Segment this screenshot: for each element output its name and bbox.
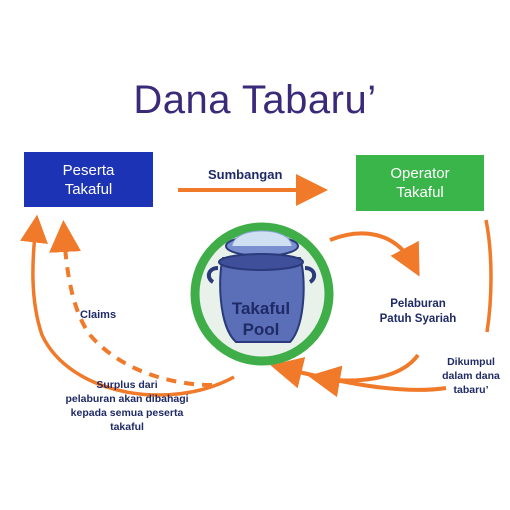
pool-label-line1: Takaful [231, 299, 291, 318]
pelaburan-label: Pelaburan Patuh Syariah [368, 297, 468, 327]
dikumpul-line1: Dikumpul [447, 356, 495, 368]
operator-down-line [484, 219, 493, 333]
takaful-pool-icon [190, 222, 334, 366]
peserta-takaful-box: Peserta Takaful [24, 152, 153, 207]
peserta-label-line1: Peserta [62, 161, 115, 179]
operator-label-line1: Operator [390, 165, 450, 182]
claims-label: Claims [80, 309, 117, 321]
pool-label-line2: Pool [242, 320, 280, 339]
sumbangan-label: Sumbangan [208, 167, 283, 182]
surplus-line2: pelaburan akan dibahagi [65, 393, 189, 405]
surplus-line3: kepada semua peserta [70, 407, 184, 419]
operator-label-line2: Takaful [396, 184, 444, 201]
claims-arrow [49, 220, 213, 387]
peserta-label-line2: Takaful [64, 180, 113, 198]
pelaburan-line2: Patuh Syariah [379, 313, 457, 325]
surplus-line1: Surplus dari [96, 379, 158, 391]
surplus-arrow [20, 214, 235, 397]
dikumpul-line2: dalam dana [442, 370, 500, 382]
surplus-line4: takaful [110, 421, 144, 433]
operator-to-pelaburan-arrow [329, 231, 420, 277]
operator-takaful-box: Operator Takaful [356, 155, 484, 211]
pool-label: Takaful Pool [210, 298, 312, 340]
pelaburan-return-arrow [308, 353, 420, 398]
dikumpul-arrow [270, 357, 447, 392]
dikumpul-label: Dikumpul dalam dana tabaru’ [436, 355, 506, 397]
surplus-label: Surplus dari pelaburan akan dibahagi kep… [37, 378, 217, 434]
diagram-title: Dana Tabaru’ [133, 78, 377, 122]
pelaburan-line1: Pelaburan [390, 298, 446, 310]
dikumpul-line3: tabaru’ [453, 384, 489, 396]
